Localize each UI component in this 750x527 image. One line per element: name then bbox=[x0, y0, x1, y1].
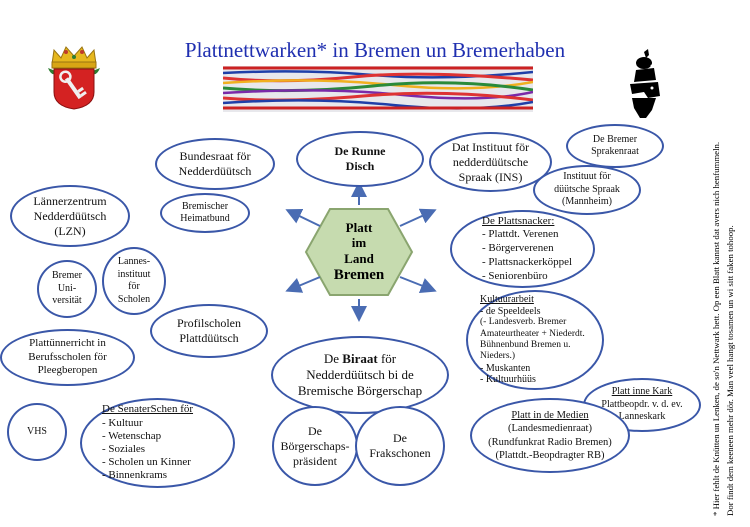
town-musicians-icon bbox=[630, 49, 660, 118]
bremen-coat-of-arms-icon bbox=[48, 46, 100, 110]
woven-banner-graphic bbox=[223, 66, 533, 112]
bubble-senater: De SenaterSchen för - Kultuur - Wetensch… bbox=[80, 398, 235, 488]
footnote: * Hier fehlt de Knütten un Lenken, de so… bbox=[705, 50, 745, 520]
center-hexagon bbox=[304, 208, 414, 296]
bubble-kark: Platt inne Kark Plattbeopdr. v. d. ev. L… bbox=[583, 378, 701, 432]
bubble-kultuurarbeit: Kultuurarbeit - de Speeldeels (- Landesv… bbox=[466, 290, 604, 390]
bubble-medien: Platt in de Medien (Landesmedienraat) (R… bbox=[470, 398, 630, 473]
bubble-plattsnacker: De Plattsnacker: - Plattdt. Verenen - Bö… bbox=[450, 210, 595, 288]
center-label: Platt im Land Bremen bbox=[333, 219, 385, 284]
footnote-line-2: Dor findt dem keeneen mehr dör. Man veel… bbox=[725, 225, 735, 516]
bubble-biraat: De Biraat för Nedderdüütsch bi de Bremis… bbox=[271, 336, 449, 414]
page-title: Plattnettwarken* in Bremen un Bremerhabe… bbox=[184, 38, 566, 62]
bubble-vhs: VHS bbox=[7, 403, 67, 461]
footnote-line-1: * Hier fehlt de Knütten un Lenken, de so… bbox=[711, 142, 721, 516]
